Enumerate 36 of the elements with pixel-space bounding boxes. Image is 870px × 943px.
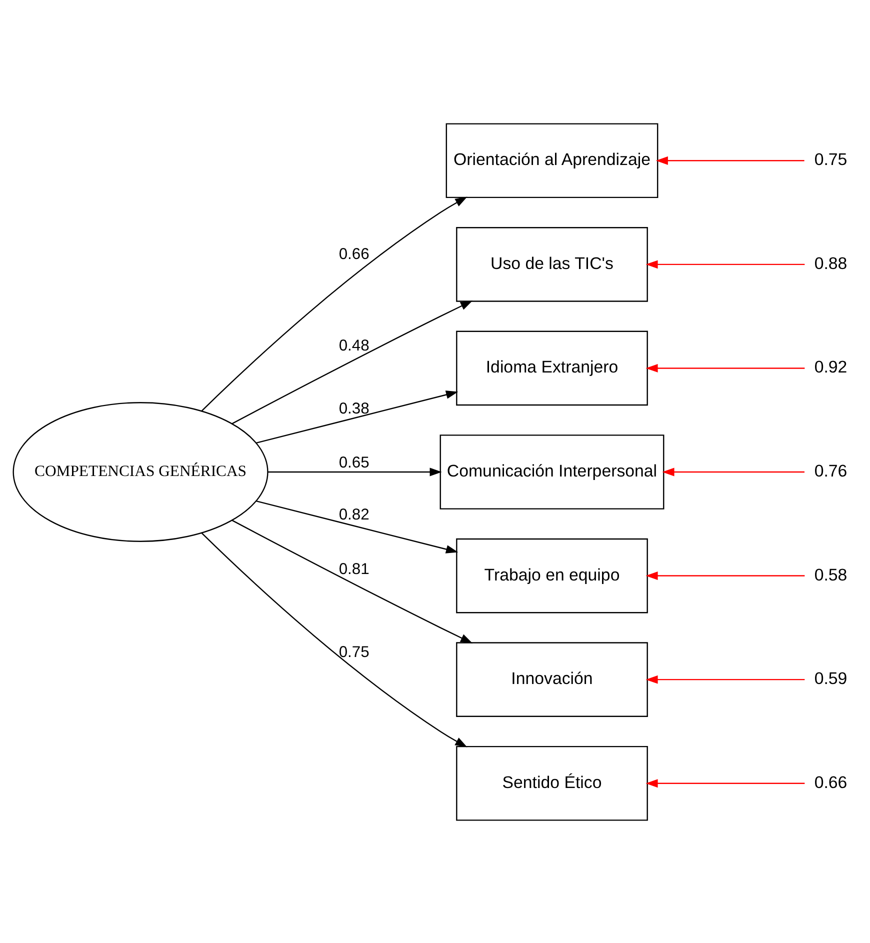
edge-label: 0.81 — [338, 560, 370, 578]
edge-label: 0.65 — [338, 454, 370, 472]
edge-label: 0.38 — [338, 400, 370, 417]
edge-label: 0.48 — [338, 337, 370, 354]
edge-label: 0.75 — [814, 150, 848, 169]
edge-label: 0.82 — [338, 506, 370, 524]
arrow — [201, 196, 468, 411]
edge-label: 0.75 — [338, 644, 370, 661]
arrow — [268, 467, 442, 476]
arrow — [646, 260, 805, 268]
node-ellipse: COMPETENCIAS GENÉRICAS — [12, 402, 268, 542]
edge-label: 0.66 — [338, 245, 370, 262]
edge-label: 0.59 — [814, 668, 848, 688]
arrow — [646, 571, 805, 580]
node-box: Sentido Ético — [456, 745, 648, 820]
arrow — [256, 500, 458, 553]
edge-label: 0.58 — [814, 564, 848, 584]
arrow — [256, 390, 458, 444]
arrow — [232, 300, 473, 424]
arrow — [646, 674, 805, 684]
edge-label: 0.76 — [814, 460, 848, 480]
arrow — [656, 156, 804, 164]
edge-label: 0.66 — [814, 772, 848, 792]
node-box: Uso de las TIC's — [456, 226, 648, 302]
edge-label: 0.88 — [814, 253, 848, 272]
arrow — [232, 519, 473, 643]
arrow — [646, 363, 805, 372]
node-box: Idioma Extranjero — [456, 330, 648, 406]
edge-label: 0.92 — [814, 357, 848, 376]
arrow — [662, 467, 804, 476]
node-box: Innovación — [456, 642, 648, 716]
node-box: Comunicación Interpersonal — [440, 434, 664, 509]
node-box: Trabajo en equipo — [456, 538, 648, 613]
arrow — [201, 532, 468, 747]
arrow — [646, 778, 805, 788]
node-box: Orientación al Aprendizaje — [446, 122, 658, 198]
